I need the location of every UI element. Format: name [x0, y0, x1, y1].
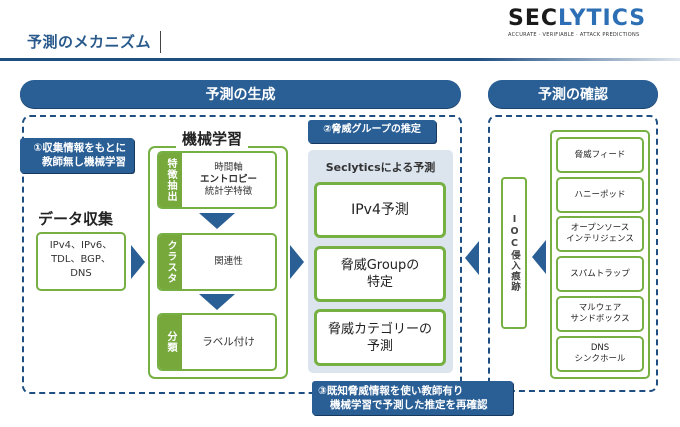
text-cursor [160, 31, 161, 53]
callout-unsupervised-learning: ①収集情報をもとに 教師無し機械学習 [20, 138, 134, 173]
data-collection-label: データ収集 [38, 210, 114, 228]
machine-learning-title: 機械学習 [176, 128, 249, 149]
prediction-item-ipv4: IPv4予測 [314, 182, 446, 238]
prediction-item-line: 特定 [366, 275, 393, 290]
source-line: マルウェア [578, 303, 622, 313]
source-line: DNS [590, 343, 610, 353]
section-header-generation: 予測の生成 [20, 80, 461, 108]
seclytics-logo: SECLYTICS ACCURATE · VERIFIABLE · ATTACK… [508, 8, 660, 39]
arrow-down-icon [199, 213, 235, 229]
source-line: シンクホール [574, 354, 626, 364]
source-honeypot: ハニーポッド [556, 177, 644, 213]
prediction-panel-header: Seclyticsによる予測 [325, 161, 436, 174]
ml-step-feature-extraction: 特徴抽出 時間軸 エントロピー 統計学特徴 [157, 151, 277, 209]
logo-wordmark: SECLYTICS [508, 8, 660, 30]
prediction-item-threat-category: 脅威カテゴリーの 予測 [314, 309, 446, 366]
data-collection-box: IPv4、IPv6、 TDL、BGP、 DNS [36, 232, 126, 291]
arrow-left-icon [465, 241, 479, 275]
ml-step-classification: 分類 ラベル付け [157, 313, 277, 371]
section-header-verification: 予測の確認 [488, 80, 658, 108]
ml-step-body: 時間軸 エントロピー 統計学特徴 [182, 153, 275, 207]
logo-word-lytics: LYTICS [558, 6, 647, 31]
ml-step-body: 関連性 [182, 235, 275, 289]
prediction-item-line: 予測 [366, 338, 393, 354]
source-line: インテリジェンス [566, 234, 634, 244]
callout-1-line-1: ①収集情報をもとに [33, 142, 126, 154]
callout-3-line-1: ③既知脅威情報を使い教師有り [318, 385, 464, 397]
arrow-right-icon [131, 245, 145, 279]
prediction-item-line: 脅威カテゴリーの [327, 321, 432, 337]
page-title: 予測のメカニズム [27, 33, 152, 51]
data-source-line: IPv4、IPv6、 [49, 240, 113, 251]
ml-step-line: エントロピー [199, 174, 257, 185]
arrow-down-icon [199, 294, 235, 310]
prediction-item-line: 脅威Groupの [340, 258, 420, 273]
callout-supervised-verification: ③既知脅威情報を使い教師有り 機械学習で予測した推定を再確認 [312, 381, 513, 415]
ml-step-line: 時間軸 [214, 162, 243, 173]
ml-step-line: 統計学特徴 [204, 186, 253, 197]
arrow-left-icon [532, 240, 546, 274]
ml-step-body: ラベル付け [182, 315, 275, 369]
source-line: 脅威フィード [574, 149, 626, 160]
callout-1-line-2: 教師無し機械学習 [42, 156, 126, 168]
title-divider [0, 58, 680, 61]
ml-step-tag: 特徴抽出 [159, 153, 182, 207]
data-source-line: DNS [70, 268, 92, 279]
ml-step-tag: 分類 [159, 315, 182, 369]
source-spam-trap: スパムトラップ [556, 256, 644, 292]
arrow-right-icon [290, 245, 304, 279]
source-line: スパムトラップ [570, 268, 630, 279]
prediction-item-threat-group: 脅威Groupの 特定 [314, 246, 446, 302]
prediction-item-line: IPv4予測 [351, 201, 409, 218]
source-malware-sandbox: マルウェア サンドボックス [556, 296, 644, 332]
source-threat-feed: 脅威フィード [556, 137, 644, 173]
ml-step-tag: クラスタ [159, 235, 182, 289]
source-osint: オープンソース インテリジェンス [556, 216, 644, 252]
source-line: サンドボックス [570, 314, 630, 324]
logo-tagline: ACCURATE · VERIFIABLE · ATTACK PREDICTIO… [508, 32, 640, 38]
source-line: ハニーポッド [574, 189, 626, 200]
logo-word-sec: SEC [508, 6, 559, 31]
ml-step-line: 関連性 [214, 256, 243, 267]
ml-step-line: ラベル付け [202, 336, 255, 348]
generation-region [22, 115, 462, 394]
source-dns-sinkhole: DNS シンクホール [556, 336, 644, 372]
callout-3-line-2: 機械学習で予測した推定を再確認 [330, 399, 488, 411]
ioc-label: IOC侵入痕跡 [509, 214, 520, 292]
ml-step-clustering: クラスタ 関連性 [157, 233, 277, 291]
verification-region [488, 115, 658, 392]
data-source-line: TDL、BGP、 [51, 254, 111, 265]
ioc-box: IOC侵入痕跡 [501, 177, 527, 329]
callout-threat-group-estimation: ②脅威グループの推定 [308, 120, 436, 143]
source-line: オープンソース [570, 223, 630, 233]
